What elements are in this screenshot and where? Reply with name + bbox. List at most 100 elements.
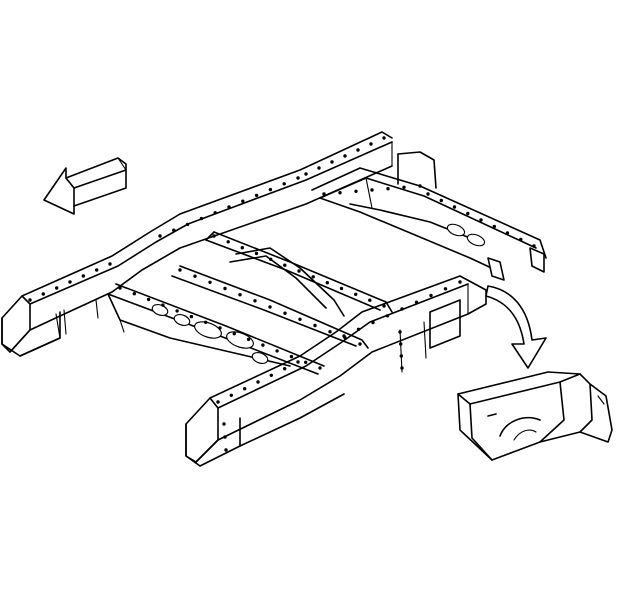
rivet — [325, 281, 329, 285]
rivet — [304, 360, 308, 364]
pan-holes — [151, 223, 486, 364]
rivet — [261, 343, 265, 347]
rivet — [283, 367, 287, 371]
rivet — [368, 298, 372, 302]
rivet — [402, 185, 406, 189]
rivet — [240, 246, 244, 250]
rivet — [418, 184, 422, 188]
rivet — [282, 182, 286, 186]
rivet — [385, 314, 390, 318]
rivet — [399, 342, 403, 346]
rivet — [505, 231, 510, 235]
rivet — [398, 330, 402, 334]
rivet — [400, 307, 404, 311]
rivet — [41, 292, 45, 296]
rivet — [224, 448, 228, 452]
rivet — [246, 337, 251, 342]
rivet — [227, 205, 231, 209]
rivet — [532, 244, 536, 248]
rivet — [95, 268, 99, 272]
rivet — [313, 323, 317, 328]
left-frame-rail — [1, 131, 393, 357]
middle-crossmembers — [107, 231, 393, 375]
rivet — [296, 176, 300, 180]
rivet — [369, 142, 373, 146]
rivet — [317, 166, 321, 170]
rivet — [172, 228, 176, 232]
rivet — [185, 222, 190, 227]
detached-frame-section — [457, 371, 613, 461]
rivet — [178, 268, 182, 272]
rivet — [452, 205, 457, 209]
rivet — [238, 293, 242, 297]
rivet — [297, 269, 301, 273]
rivet — [218, 326, 222, 330]
rivet — [283, 311, 287, 315]
rivet — [146, 297, 151, 302]
rivet — [254, 251, 259, 256]
rivet — [479, 218, 483, 222]
rivet — [492, 224, 496, 229]
rivet — [322, 192, 326, 196]
rivet — [226, 240, 230, 244]
rivet — [222, 422, 226, 426]
rivet — [132, 292, 136, 296]
rivet — [519, 237, 523, 242]
rivet — [289, 354, 294, 359]
rivet — [439, 198, 443, 203]
rivet — [296, 360, 300, 364]
rivet — [204, 320, 208, 324]
rivet — [161, 303, 165, 307]
rivet — [328, 330, 332, 334]
rivet — [254, 193, 259, 198]
rivet — [158, 234, 162, 238]
rivet — [275, 349, 279, 353]
rivet — [269, 373, 273, 377]
rivet — [371, 320, 375, 325]
rivet — [189, 314, 194, 319]
rivet — [370, 188, 374, 192]
rivet — [55, 286, 59, 290]
rivet — [229, 393, 233, 397]
rivet — [216, 400, 220, 404]
rivet — [382, 304, 386, 308]
rivet — [386, 187, 390, 191]
removal-arrow-icon — [485, 285, 547, 369]
rivet — [213, 211, 217, 215]
rivet — [108, 262, 112, 266]
rivet — [28, 298, 32, 302]
rivet — [330, 160, 334, 164]
rivet — [283, 263, 287, 267]
rivet — [338, 191, 342, 195]
rivet — [223, 286, 227, 291]
rivet — [311, 275, 315, 279]
rivet — [458, 280, 462, 284]
rivet — [199, 216, 204, 221]
rear-crossmember — [311, 151, 547, 281]
rivet — [414, 300, 419, 304]
rivet — [298, 317, 302, 321]
rivet — [354, 189, 358, 193]
rivet — [268, 305, 272, 309]
rivet — [399, 354, 403, 358]
rivet — [243, 387, 247, 391]
rivet — [68, 280, 72, 284]
rivet — [241, 199, 245, 203]
rivet — [382, 136, 386, 140]
rivet — [356, 327, 361, 331]
rivet — [232, 332, 236, 336]
rivet — [356, 148, 360, 152]
rivet — [118, 286, 122, 290]
rivet — [400, 366, 404, 370]
rivet — [304, 172, 308, 176]
rivet — [343, 154, 347, 158]
rivet — [429, 293, 433, 298]
rivet — [358, 342, 362, 346]
rivet — [268, 187, 273, 192]
rivet — [208, 280, 212, 284]
rivet — [343, 336, 347, 340]
rivet — [426, 192, 430, 196]
rivet — [443, 287, 448, 291]
rivet — [193, 274, 197, 278]
